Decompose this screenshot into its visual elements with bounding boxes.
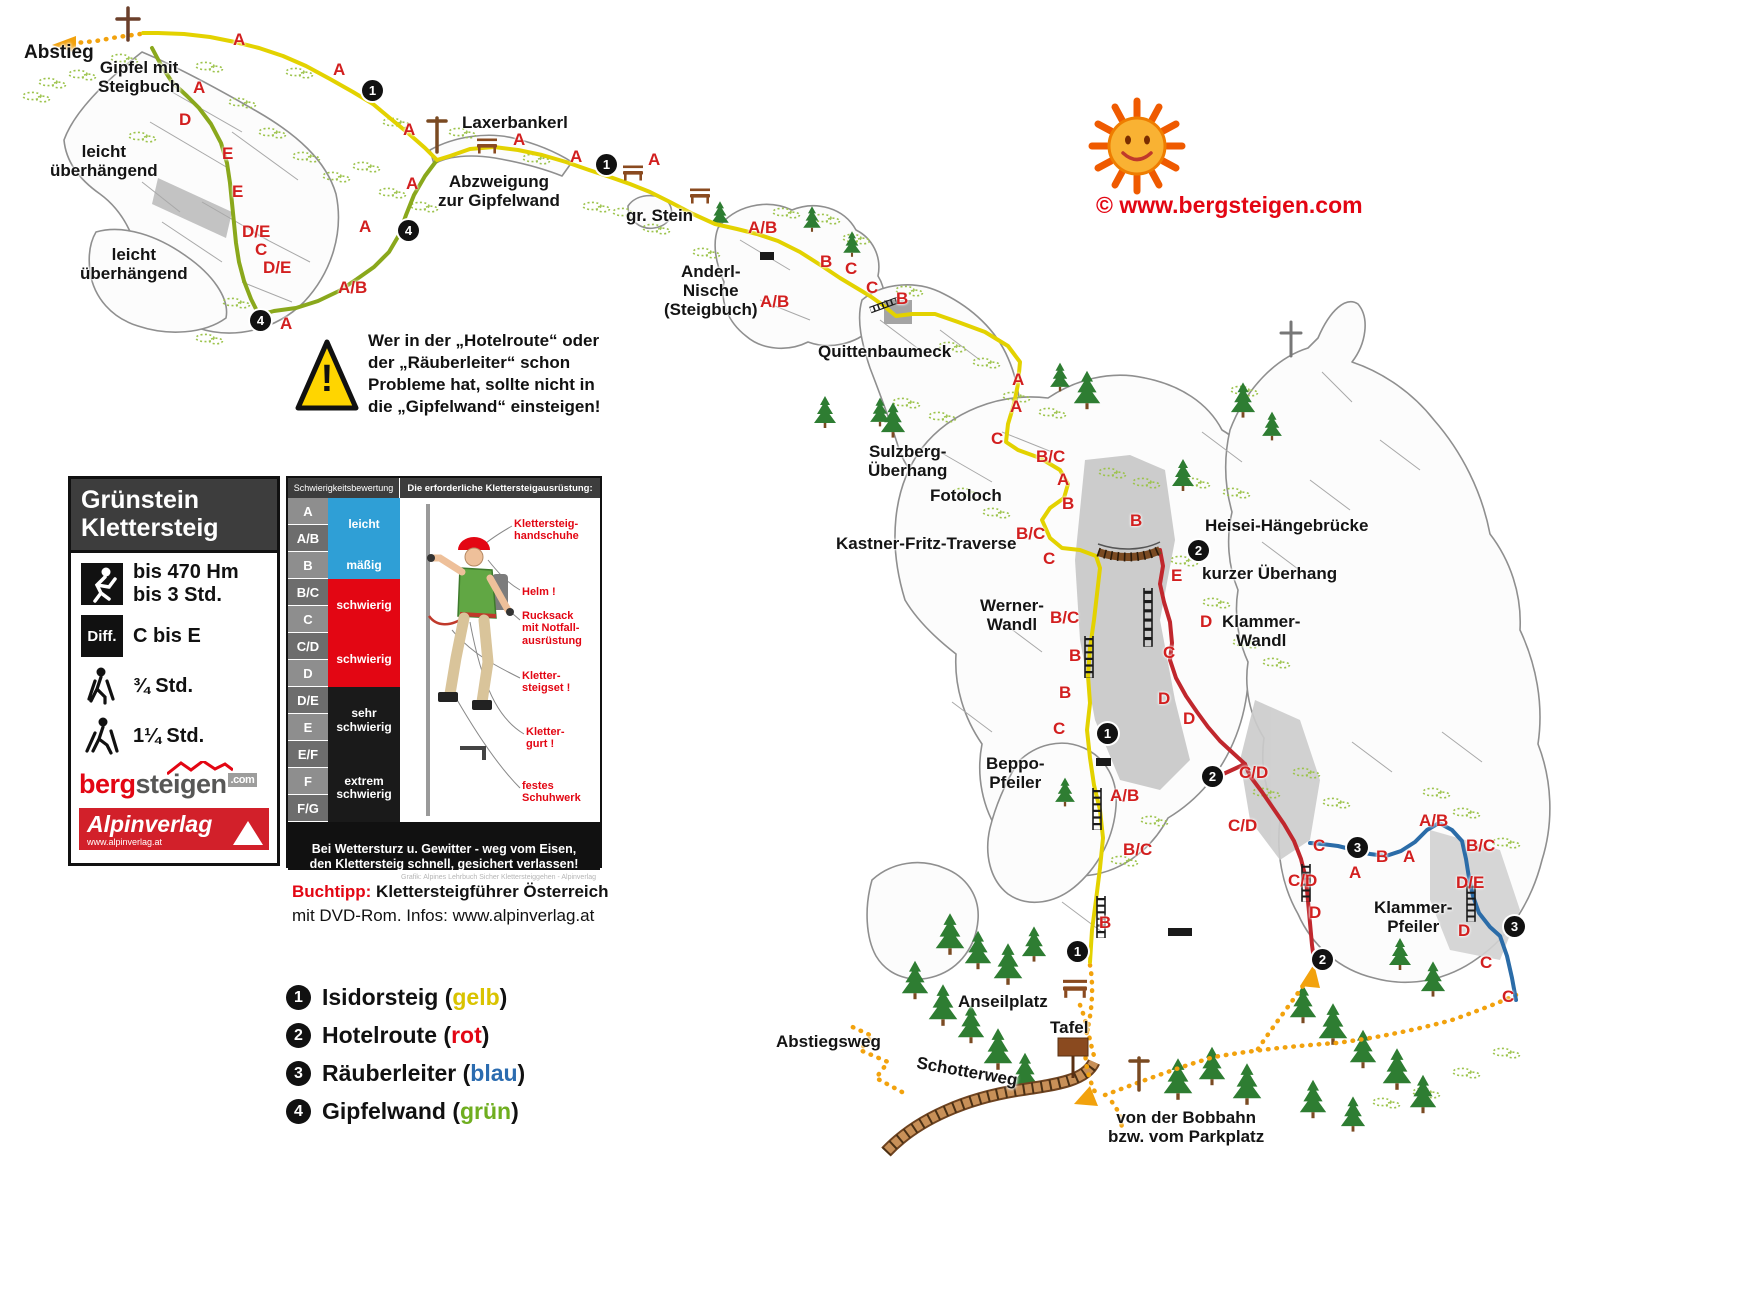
route-number-badge: 3 bbox=[286, 1061, 311, 1086]
hiker-descent-icon bbox=[81, 665, 123, 707]
legend-item: 2 Hotelroute (rot) bbox=[286, 1022, 525, 1049]
grade-cell: C/D bbox=[288, 633, 328, 660]
legend-label: Gipfelwand (grün) bbox=[322, 1098, 519, 1124]
route-isidorsteig-yellow bbox=[141, 31, 1105, 964]
grade-cell: A bbox=[288, 498, 328, 525]
legend-label: Isidorsteig (gelb) bbox=[322, 984, 508, 1010]
warning-text: Wer in der „Hotelroute“ oder der „Räuber… bbox=[368, 331, 601, 417]
route-number-badge: 1 bbox=[286, 985, 311, 1010]
equipment-callout: Helm ! bbox=[522, 586, 556, 598]
info-stat-height-time: bis 470 Hm bis 3 Std. bbox=[133, 561, 239, 606]
grade-cell: C bbox=[288, 606, 328, 633]
info-stat-difficulty: C bis E bbox=[133, 624, 201, 647]
publisher-name: Alpinverlag bbox=[87, 811, 213, 837]
grade-cell: F bbox=[288, 768, 328, 795]
logo-steigen: steigen bbox=[135, 769, 228, 799]
platforms bbox=[760, 252, 1192, 936]
climber-icon bbox=[81, 563, 123, 605]
sun-icon bbox=[1087, 96, 1187, 196]
crack-lines bbox=[141, 91, 1483, 933]
legend-label: Hotelroute (rot) bbox=[322, 1022, 490, 1048]
legend-label: Räuberleiter (blau) bbox=[322, 1060, 526, 1086]
storm-warning-text: Bei Wettersturz u. Gewitter - weg vom Ei… bbox=[309, 841, 579, 872]
difficulty-band: sehr schwierig bbox=[328, 687, 400, 754]
signpost-icons bbox=[426, 116, 1150, 1092]
grade-cell: D bbox=[288, 660, 328, 687]
book-tip-info: mit DVD-Rom. Infos: www.alpinverlag.at bbox=[292, 905, 595, 925]
bergsteigen-logo: bergsteigen.com bbox=[79, 761, 269, 800]
route-gipfelwand-green bbox=[150, 46, 439, 317]
mountain-zigzag-icon bbox=[167, 761, 233, 775]
schotterweg-road bbox=[881, 1058, 1100, 1157]
book-tip-label: Buchtipp: bbox=[292, 882, 372, 901]
hiker-poles-icon bbox=[81, 715, 123, 757]
logo-berg: berg bbox=[79, 769, 136, 799]
grade-cell: B bbox=[288, 552, 328, 579]
route-number-badge: 4 bbox=[286, 1099, 311, 1124]
publisher-url: www.alpinverlag.at bbox=[87, 837, 163, 847]
mountain-icon bbox=[233, 821, 263, 845]
book-tip-title: Klettersteigführer Österreich bbox=[371, 882, 609, 901]
difficulty-band: schwierig bbox=[328, 579, 400, 633]
info-box-title: Grünstein Klettersteig bbox=[71, 479, 277, 553]
difficulty-band: mäßig bbox=[328, 552, 400, 579]
equipment-callout: Rucksack mit Notfall- ausrüstung bbox=[522, 610, 582, 647]
legend-item: 3 Räuberleiter (blau) bbox=[286, 1060, 525, 1087]
difficulty-band: schwierig bbox=[328, 633, 400, 687]
grade-cell: A/B bbox=[288, 525, 328, 552]
info-stat-alt-time: 1¼ Std. bbox=[133, 724, 205, 747]
route-number-badge: 2 bbox=[286, 1023, 311, 1048]
graphic-credit: Grafik: Alpines Lehrbuch Sicher Kletters… bbox=[401, 873, 596, 881]
difficulty-band: leicht bbox=[328, 498, 400, 552]
summit-cross-icons bbox=[115, 6, 1303, 358]
warning-triangle-icon: ! bbox=[295, 338, 359, 412]
storm-warning: Bei Wettersturz u. Gewitter - weg vom Ei… bbox=[288, 822, 600, 881]
info-box: Grünstein Klettersteig bis 470 Hm bis 3 … bbox=[68, 476, 280, 866]
equipment-header: Die erforderliche Klettersteigausrüstung… bbox=[400, 478, 600, 498]
grade-cell: E bbox=[288, 714, 328, 741]
legend-item: 1 Isidorsteig (gelb) bbox=[286, 984, 525, 1011]
equipment-callout: Klettersteig- handschuhe bbox=[514, 518, 579, 543]
difficulty-badge: Diff. bbox=[81, 615, 123, 657]
legend-item: 4 Gipfelwand (grün) bbox=[286, 1098, 525, 1125]
logo-com: .com bbox=[227, 773, 258, 787]
trail-arrows bbox=[52, 36, 1320, 1106]
grade-cell: B/C bbox=[288, 579, 328, 606]
difficulty-band: extrem schwierig bbox=[328, 754, 400, 822]
equipment-callout: Kletter- gurt ! bbox=[526, 726, 565, 751]
warning-exclamation: ! bbox=[320, 358, 334, 400]
difficulty-equipment-panel: Schwierigkeitsbewertung Die erforderlich… bbox=[286, 476, 602, 881]
copyright-text: © www.bergsteigen.com bbox=[1096, 192, 1363, 218]
route-legend: 1 Isidorsteig (gelb) 2 Hotelroute (rot) … bbox=[286, 984, 525, 1136]
grade-cell: E/F bbox=[288, 741, 328, 768]
tafel-sign-icon bbox=[1057, 1037, 1089, 1078]
difficulty-scale-header: Schwierigkeitsbewertung bbox=[288, 478, 400, 498]
book-tip: Buchtipp: Klettersteigführer Österreich … bbox=[292, 880, 642, 928]
grade-cell: D/E bbox=[288, 687, 328, 714]
info-stat-descent-time: ¾ Std. bbox=[133, 674, 194, 697]
alpinverlag-logo: Alpinverlag www.alpinverlag.at bbox=[79, 808, 269, 850]
grade-cell: F/G bbox=[288, 795, 328, 822]
equipment-callout: festes Schuhwerk bbox=[522, 780, 581, 805]
climber-figure-illustration bbox=[426, 504, 525, 816]
haengebruecke-icon bbox=[1096, 541, 1163, 562]
equipment-callout: Kletter- steigset ! bbox=[522, 670, 571, 695]
